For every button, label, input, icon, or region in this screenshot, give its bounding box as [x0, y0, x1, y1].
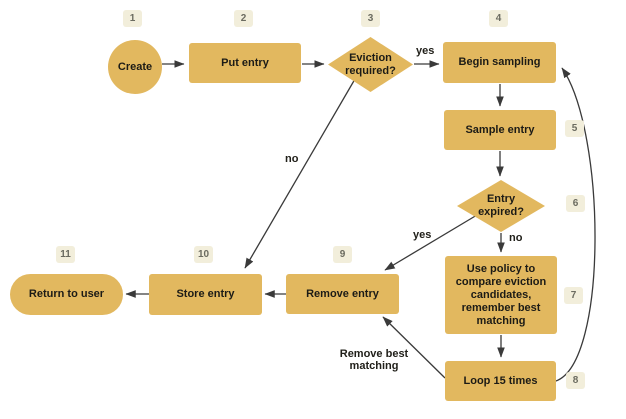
edge-label-remove-best-matching: Remove best matching: [339, 348, 409, 372]
edge-label-eviction-no: no: [285, 153, 299, 165]
step-badge-10: 10: [194, 246, 213, 263]
step-badge-3: 3: [361, 10, 380, 27]
node-loop-15-times: Loop 15 times: [445, 361, 556, 401]
step-badge-4: 4: [489, 10, 508, 27]
step-badge-7: 7: [564, 287, 583, 304]
edge-loop-remove: [382, 316, 446, 379]
step-badge-6: 6: [566, 195, 585, 212]
edge-eviction-store-no: [244, 78, 356, 269]
node-create: Create: [108, 40, 162, 94]
step-badge-9: 9: [333, 246, 352, 263]
step-badge-8: 8: [566, 372, 585, 389]
edge-expired-remove-yes: [384, 214, 478, 271]
step-badge-2: 2: [234, 10, 253, 27]
step-badge-5: 5: [565, 120, 584, 137]
node-begin-sampling: Begin sampling: [443, 42, 556, 83]
node-store-entry: Store entry: [149, 274, 262, 315]
node-sample-entry: Sample entry: [444, 110, 556, 150]
step-badge-11: 11: [56, 246, 75, 263]
node-remove-entry: Remove entry: [286, 274, 399, 314]
node-return-to-user: Return to user: [10, 274, 123, 315]
node-use-policy: Use policy to compare eviction candidate…: [445, 256, 557, 334]
edge-label-expired-yes: yes: [413, 229, 432, 241]
edge-label-expired-no: no: [509, 232, 523, 244]
node-put-entry: Put entry: [189, 43, 301, 83]
edge-label-eviction-yes: yes: [416, 45, 435, 57]
step-badge-1: 1: [123, 10, 142, 27]
edge-loop-begin-curve: [555, 67, 596, 382]
